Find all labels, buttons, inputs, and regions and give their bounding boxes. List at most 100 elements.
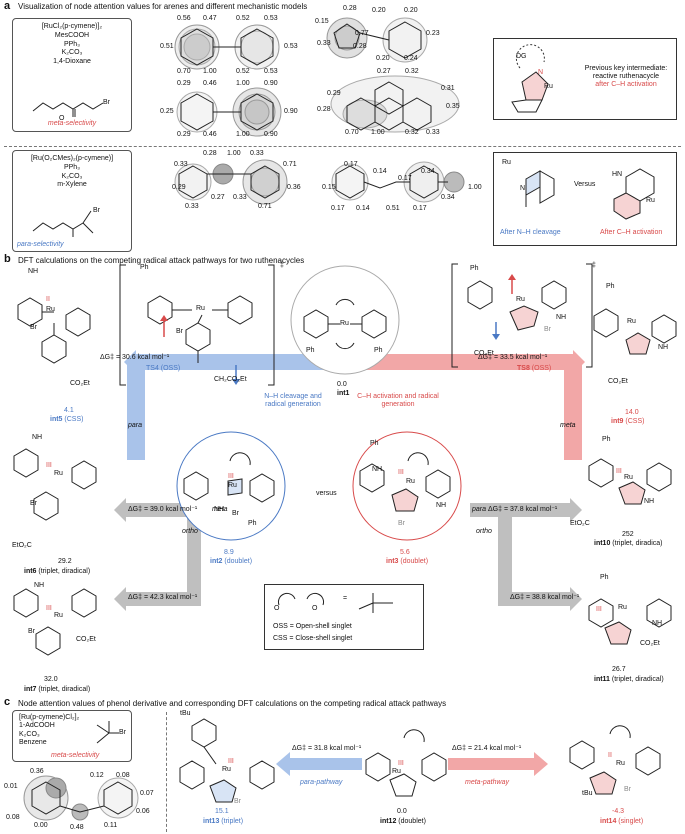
int14-tbu: tBu <box>582 790 593 797</box>
legend-oss: OSS = Open-shell singlet <box>273 623 352 630</box>
int2-ox: III <box>228 473 234 480</box>
key-ru-label: Ru <box>544 83 553 90</box>
attn-val: 0.52 <box>236 68 250 75</box>
ts8-ru: Ru <box>516 296 525 303</box>
int5-label: int5 <box>50 416 63 423</box>
int10-structure <box>588 458 672 505</box>
nh-cleavage-structure <box>525 170 555 207</box>
versus-box: Ru N Versus HN Ru After N–H cleavage Aft… <box>493 152 677 246</box>
int6-label: int6 <box>24 568 37 575</box>
attn-val: 0.33 <box>426 129 440 136</box>
int11-label: int11 <box>594 676 610 683</box>
para-label: para <box>128 422 143 429</box>
legend-o1: O <box>274 605 280 612</box>
int1-ph-right: Ph <box>374 347 383 354</box>
int13-br: Br <box>234 798 241 805</box>
int2-circle <box>176 431 286 541</box>
key-n-label: N <box>538 69 544 76</box>
attn-val: 0.29 <box>177 131 191 138</box>
cond-line: K₂CO₃ <box>61 49 83 57</box>
ts4-br: Br <box>176 328 183 335</box>
ru-label-nh: Ru <box>502 159 511 166</box>
ts8-co2et: CO₂Et <box>474 350 494 357</box>
int7-state: (triplet, diradical) <box>38 686 91 693</box>
hn-label: HN <box>612 171 623 178</box>
int13-label-wrap: int13 (triplet) <box>203 818 243 826</box>
int11-ru: Ru <box>618 604 627 611</box>
attn-val: 0.27 <box>211 194 225 201</box>
attn-val: 0.17 <box>413 205 427 212</box>
cond-line: [RuCl₂(p-cymene)]₂ <box>41 23 103 30</box>
int11-energy: 26.7 <box>612 666 626 673</box>
attn-val: 0.01 <box>4 783 18 790</box>
int3-energy: 5.6 <box>400 549 410 556</box>
attn-val: 0.14 <box>356 205 370 212</box>
attn-val: 0.17 <box>331 205 345 212</box>
cond-line: K₂CO₃ <box>19 730 40 738</box>
int12-state: (doublet) <box>398 818 426 825</box>
attn-val: 0.53 <box>264 68 278 75</box>
conditions-list-3: [Ru(p-cymene)Cl₂]₂ 1-AdCOOH K₂CO₃ Benzen… <box>19 714 79 748</box>
divider-a1 <box>4 146 681 147</box>
int10-label: int10 <box>594 540 611 547</box>
ts8-dg: ΔG‡ = 33.5 kcal mol⁻¹ <box>478 354 548 361</box>
conditions-box-1: [RuCl₂(p-cymene)]₂ MesCOOH PPh₃ K₂CO₃ 1,… <box>12 18 132 132</box>
int11-ph: Ph <box>600 574 609 581</box>
panel-a-title: Visualization of node attention values f… <box>18 2 308 11</box>
ts4-ru: Ru <box>196 305 205 312</box>
int11-label-wrap: int11 (triplet, diradical) <box>594 676 664 684</box>
attn-val: 0.56 <box>177 15 191 22</box>
int3-label-wrap: int3 (doublet) <box>386 558 428 566</box>
attn-val: 0.07 <box>140 790 154 797</box>
int11-nh: NH <box>652 620 663 627</box>
attn-val: 0.29 <box>172 184 186 191</box>
key-text-line: Previous key intermediate: <box>584 65 668 72</box>
attn-val: 0.53 <box>264 15 278 22</box>
attn-val: 0.20 <box>404 7 418 14</box>
int11-state: (triplet, diradical) <box>611 676 664 683</box>
ch-path-label: C–H activation and radical generation <box>357 393 439 409</box>
attn-val: 0.90 <box>264 131 278 138</box>
int13-tbu: tBu <box>180 710 191 717</box>
int12-ru: Ru <box>392 768 401 775</box>
int12-label: int12 <box>380 818 397 825</box>
int9-co2et: CO₂Et <box>608 378 628 385</box>
int10-ox: III <box>616 468 622 475</box>
attn-val: 0.36 <box>287 184 301 191</box>
int1-label: int1 <box>337 390 350 397</box>
attn-val: 0.29 <box>327 90 341 97</box>
attn-val: 0.11 <box>104 822 118 829</box>
int3-label: int3 <box>386 558 399 565</box>
ts8-bracket <box>451 263 593 368</box>
attn-val: 0.33 <box>233 194 247 201</box>
int2-ru: Ru <box>228 482 237 489</box>
attn-val: 0.46 <box>203 80 217 87</box>
int7-br: Br <box>28 628 35 635</box>
attn-val: 0.17 <box>398 175 412 182</box>
attn-val: 0.90 <box>264 80 278 87</box>
tbutyl-bromide-structure <box>96 721 119 744</box>
attn-val: 0.70 <box>177 68 191 75</box>
after-nh-label: After N–H cleavage <box>500 229 561 236</box>
int3-nh2: NH <box>436 502 447 509</box>
attn-val: 0.14 <box>373 168 387 175</box>
int10-ru: Ru <box>624 474 633 481</box>
int7-structure <box>13 588 97 656</box>
int11-ox: III <box>596 606 602 613</box>
int3-nh: NH <box>372 466 383 473</box>
cond-line: Benzene <box>19 739 47 747</box>
attn-val: 0.34 <box>441 194 455 201</box>
int7-label-wrap: int7 (triplet, diradical) <box>24 686 90 694</box>
int2-label-wrap: int2 (doublet) <box>210 558 252 566</box>
ts8-label-wrap: TS8 (OSS) <box>517 365 551 373</box>
meta-dg-c: ΔG‡ = 21.4 kcal mol⁻¹ <box>452 745 522 752</box>
ru-label-ch: Ru <box>646 197 655 204</box>
nh-path-label: N–H cleavage and radical generation <box>264 393 322 409</box>
attn-val: 0.28 <box>353 43 367 50</box>
int13-structure <box>179 718 275 803</box>
int14-ru: Ru <box>616 760 625 767</box>
ortho-label-left: ortho <box>182 528 198 535</box>
int14-structure <box>569 725 661 795</box>
int1-ph-left: Ph <box>306 347 315 354</box>
attn-val: 0.71 <box>258 203 272 210</box>
